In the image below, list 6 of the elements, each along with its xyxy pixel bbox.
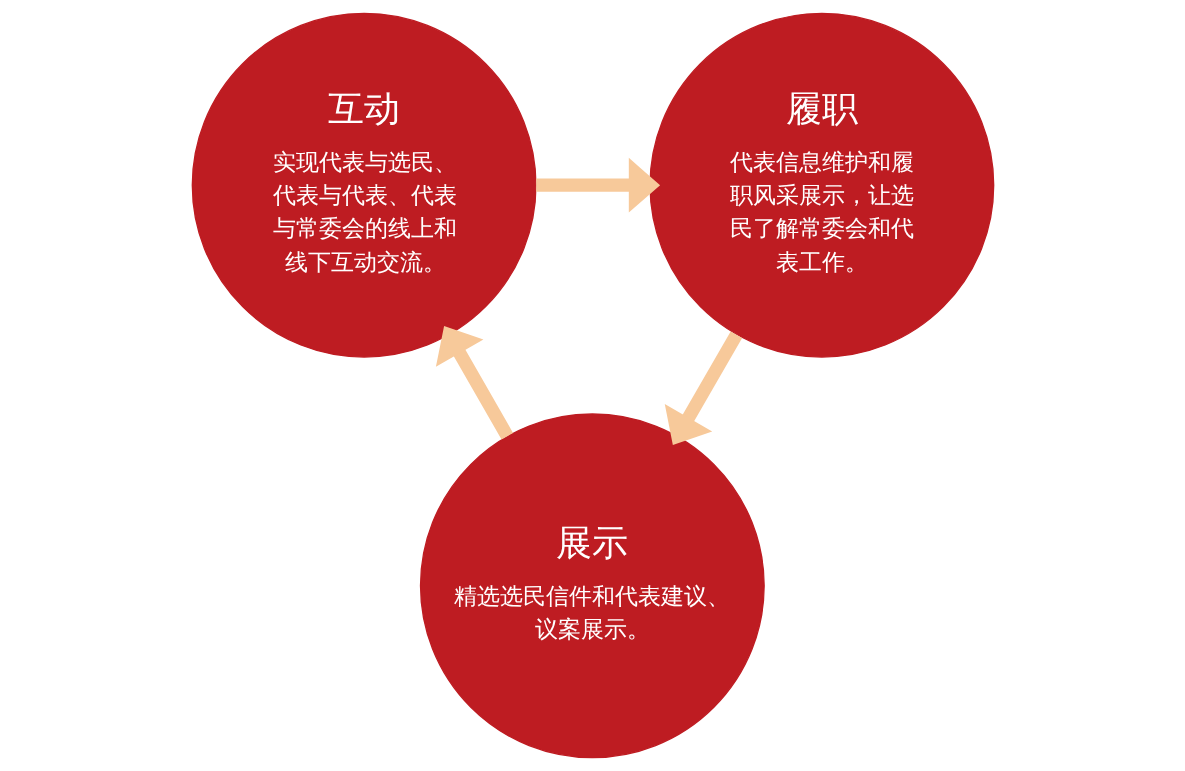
arrow bbox=[664, 331, 742, 445]
arrow bbox=[435, 325, 513, 440]
node-circle: 履职 代表信息维护和履职风采展示，让选民了解常委会和代表工作。 bbox=[648, 12, 994, 358]
node-circle: 展示 精选选民信件和代表建议、议案展示。 bbox=[419, 413, 765, 759]
node-circle: 互动 实现代表与选民、代表与代表、代表与常委会的线上和线下互动交流。 bbox=[191, 12, 537, 358]
arrow bbox=[535, 157, 660, 213]
